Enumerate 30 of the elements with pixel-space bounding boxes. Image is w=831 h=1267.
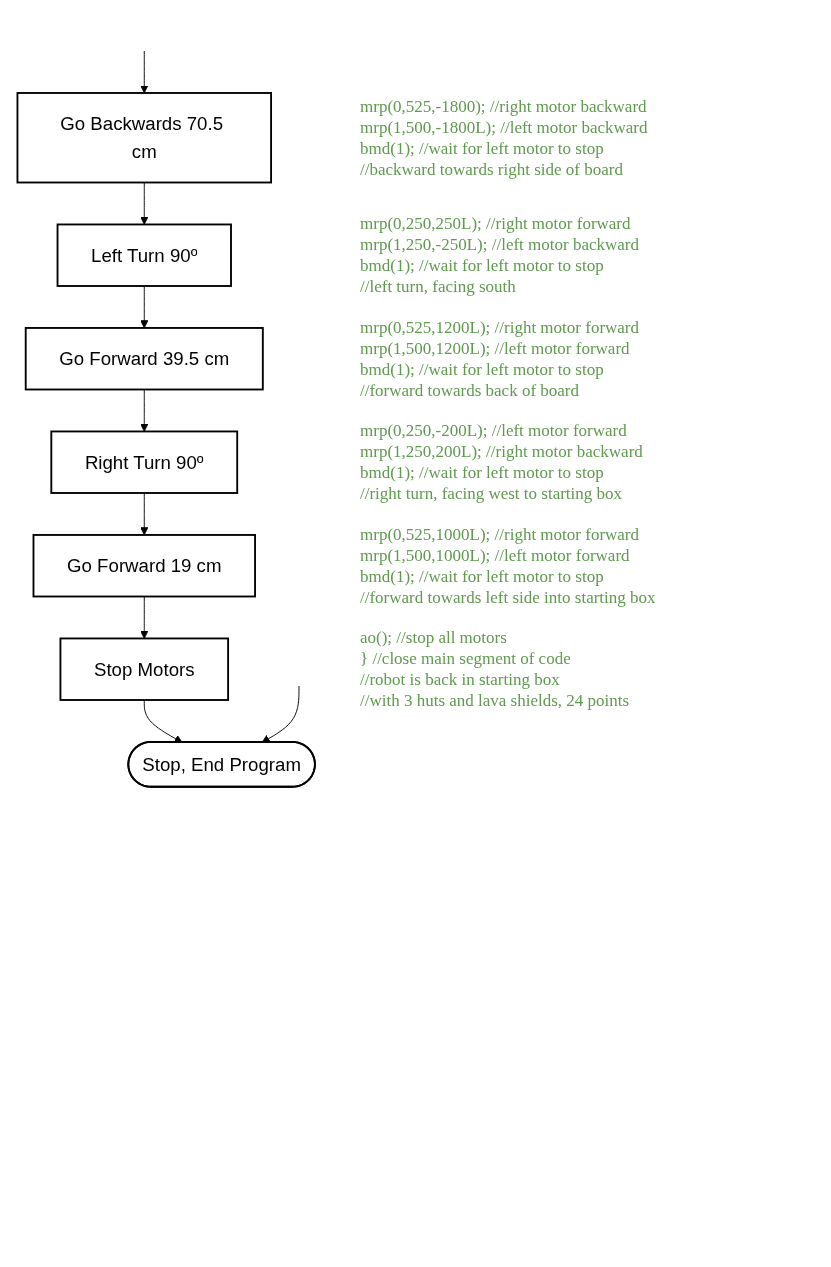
code-line: bmd(1); //wait for left motor to stop bbox=[360, 255, 605, 277]
code-line: mrp(0,525,1000L); //right motor forward bbox=[360, 523, 641, 545]
code-line: //right turn, facing west to starting box bbox=[360, 483, 624, 505]
code-line: mrp(1,500,1200L); //left motor forward bbox=[360, 337, 631, 359]
node-box: Go Forward 19 cm bbox=[32, 534, 256, 598]
code-line: bmd(1); //wait for left motor to stop bbox=[360, 462, 605, 484]
code-line: mrp(0,525,1200L); //right motor forward bbox=[360, 316, 641, 338]
node-box: Go Backwards 70.5 cm bbox=[16, 92, 272, 184]
node-box: Right Turn 90º bbox=[50, 430, 239, 494]
code-line: bmd(1); //wait for left motor to stop bbox=[360, 565, 605, 587]
code-line: bmd(1); //wait for left motor to stop bbox=[360, 358, 605, 380]
code-line: bmd(1); //wait for left motor to stop bbox=[360, 137, 605, 159]
code-line: mrp(0,250,250L); //right motor forward bbox=[360, 213, 632, 235]
code-line: mrp(0,525,-1800); //right motor backward bbox=[360, 95, 648, 117]
code-line: mrp(0,250,-200L); //left motor forward bbox=[360, 420, 628, 442]
code-line: } //close main segment of code bbox=[360, 648, 572, 670]
node-box: Stop Motors bbox=[59, 637, 230, 701]
code-line: //robot is back in starting box bbox=[360, 669, 561, 691]
node-box: Left Turn 90º bbox=[56, 223, 232, 287]
code-line: mrp(1,500,1000L); //left motor forward bbox=[360, 544, 631, 566]
code-line: //backward towards right side of board bbox=[360, 158, 624, 180]
code-line: mrp(1,250,-250L); //left motor backward bbox=[360, 234, 640, 256]
code-line: //forward towards back of board bbox=[360, 379, 581, 401]
code-line: mrp(1,250,200L); //right motor backward bbox=[360, 441, 644, 463]
node-box: Go Forward 39.5 cm bbox=[24, 327, 264, 391]
code-line: ao(); //stop all motors bbox=[360, 627, 508, 649]
code-line: mrp(1,500,-1800L); //left motor backward bbox=[360, 116, 649, 138]
code-line: //left turn, facing south bbox=[360, 276, 517, 298]
code-line: //with 3 huts and lava shields, 24 points bbox=[360, 690, 631, 712]
code-line: //forward towards left side into starting box bbox=[360, 586, 657, 608]
